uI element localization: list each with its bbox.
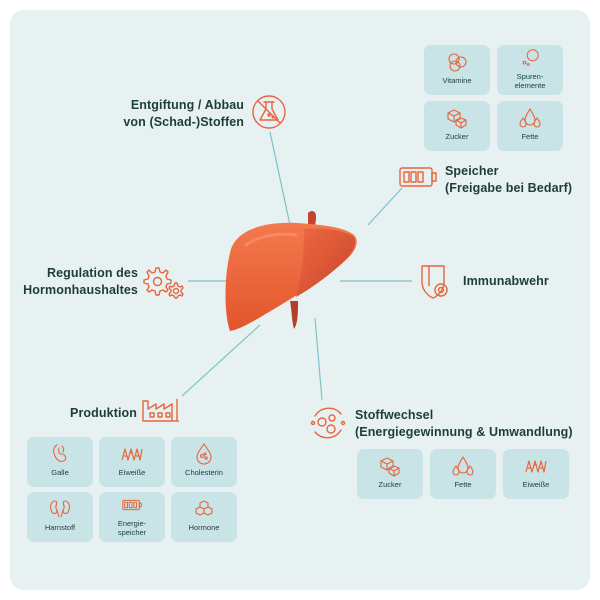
- fat-drops-icon: [519, 107, 541, 128]
- speicher-line-2: (Freigabe bei Bedarf): [445, 181, 573, 195]
- sugar-cubes-icon: [447, 109, 467, 129]
- tile-speicher-vitamine: Vitamine: [424, 45, 490, 95]
- hormone-molecule-icon: [195, 500, 213, 516]
- metabolism-cycle-icon: [310, 407, 346, 439]
- protein-chain-icon: [525, 460, 547, 473]
- connector-stoffwechsel: [314, 317, 323, 401]
- vitamins-icon: [448, 53, 467, 72]
- regulation-label: Regulation des Hormonhaushaltes: [23, 265, 138, 299]
- fat-drops-icon: [452, 455, 474, 476]
- tile-label-1: Energie-: [117, 519, 147, 528]
- tile-label: Zucker: [445, 132, 469, 141]
- tile-label: Zucker: [378, 480, 402, 489]
- tile-produktion-eiweisse: Eiweiße: [99, 437, 165, 487]
- tile-label: Eiweiße: [118, 468, 146, 477]
- produktion-line-1: Produktion: [70, 406, 137, 420]
- tile-label: Eiweiße: [522, 480, 550, 489]
- kidneys-icon: [50, 500, 70, 518]
- battery-icon: [399, 167, 437, 187]
- tile-stoffwechsel-zucker: Zucker: [357, 449, 423, 499]
- entgiftung-line-2: von (Schad-)Stoffen: [123, 115, 244, 129]
- liver-icon: [225, 211, 357, 331]
- regulation-line-2: Hormonhaushaltes: [23, 283, 138, 297]
- tile-label: Cholesterin: [185, 468, 223, 477]
- entgiftung-label: Entgiftung / Abbau von (Schad-)Stoffen: [123, 97, 244, 131]
- tile-label: Galle: [51, 468, 69, 477]
- tile-label-1: Spuren-: [516, 72, 544, 81]
- immunabwehr-label: Immunabwehr: [463, 273, 549, 290]
- tile-label: Fette: [454, 480, 472, 489]
- tile-label-2: elemente: [514, 81, 546, 90]
- gallbladder-icon: [53, 444, 67, 462]
- stoffwechsel-label: Stoffwechsel (Energiegewinnung & Umwandl…: [355, 407, 573, 441]
- protein-chain-icon: [121, 448, 143, 461]
- stoffwechsel-line-1: Stoffwechsel: [355, 408, 434, 422]
- sugar-cubes-icon: [380, 457, 400, 477]
- speicher-label: Speicher (Freigabe bei Bedarf): [445, 163, 572, 197]
- shield-icon: [421, 265, 448, 299]
- tile-produktion-galle: Galle: [27, 437, 93, 487]
- entgiftung-line-1: Entgiftung / Abbau: [130, 98, 244, 112]
- gears-icon: [143, 267, 184, 299]
- tile-produktion-energiespeicher: Energie-speicher: [99, 492, 165, 542]
- produktion-label: Produktion: [70, 405, 137, 422]
- tile-speicher-fette: Fette: [497, 101, 563, 151]
- battery-icon: [122, 499, 142, 511]
- tile-label: Fette: [521, 132, 539, 141]
- tile-label-2: speicher: [117, 528, 147, 537]
- tile-label: Vitamine: [442, 76, 472, 85]
- factory-icon: [142, 399, 179, 422]
- tile-stoffwechsel-eiweisse: Eiweiße: [503, 449, 569, 499]
- tile-label: Hormone: [188, 523, 220, 532]
- stoffwechsel-line-2: (Energiegewinnung & Umwandlung): [355, 425, 573, 439]
- trace-elements-icon: [522, 49, 539, 66]
- tile-produktion-harnstoff: Harnstoff: [27, 492, 93, 542]
- tile-produktion-hormone: Hormone: [171, 492, 237, 542]
- tile-stoffwechsel-fette: Fette: [430, 449, 496, 499]
- no-toxins-icon: [252, 95, 286, 129]
- tile-produktion-cholesterin: Cholesterin: [171, 437, 237, 487]
- connector-speicher: [367, 187, 403, 226]
- immunabwehr-line-1: Immunabwehr: [463, 274, 549, 288]
- connector-entgiftung: [269, 131, 291, 226]
- tile-speicher-spurenelemente: Spuren-elemente: [497, 45, 563, 95]
- tile-speicher-zucker: Zucker: [424, 101, 490, 151]
- speicher-line-1: Speicher: [445, 164, 499, 178]
- connector-produktion: [181, 324, 261, 397]
- regulation-line-1: Regulation des: [47, 266, 138, 280]
- tile-label: Harnstoff: [44, 523, 76, 532]
- cholesterol-drop-icon: [196, 443, 212, 465]
